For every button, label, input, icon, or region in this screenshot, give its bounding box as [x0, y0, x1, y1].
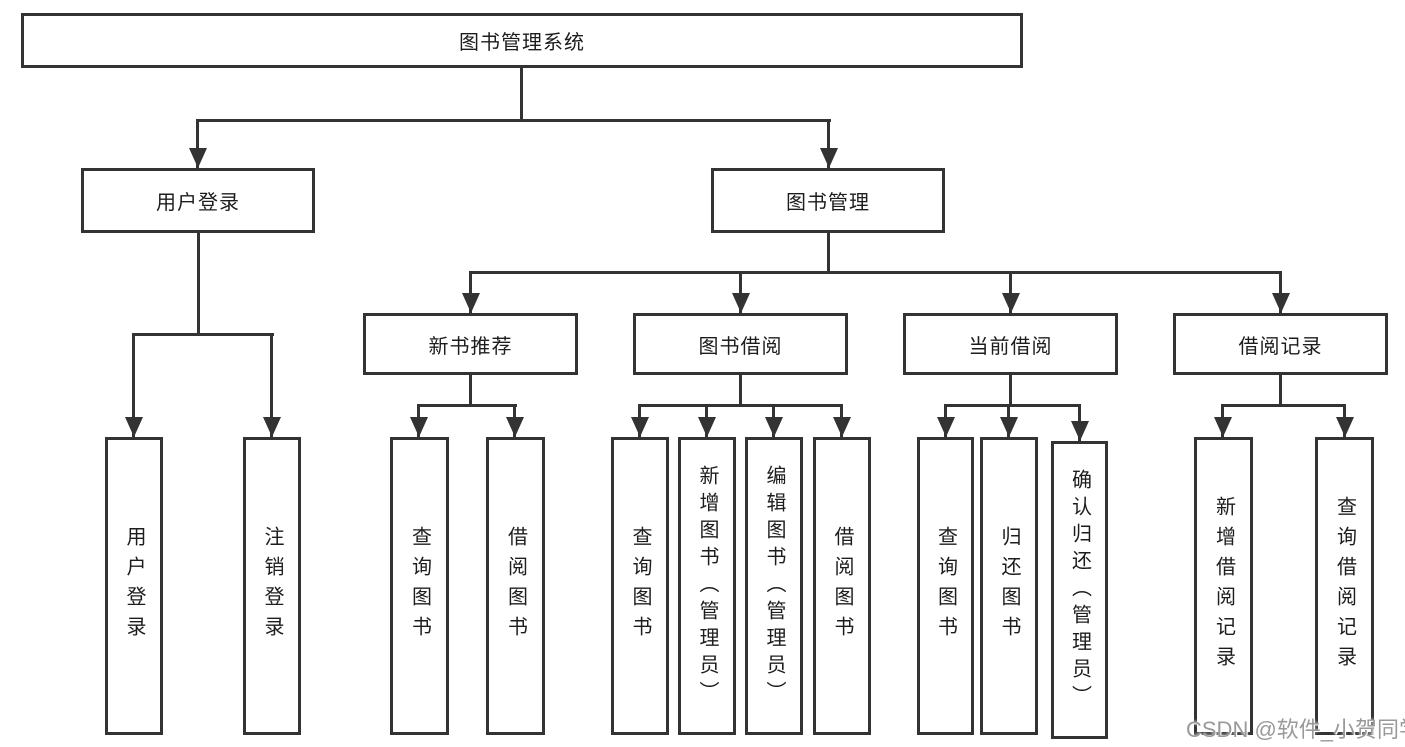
node-label: 新增图书（管理员）: [696, 464, 718, 708]
arrow-down-icon: [705, 404, 708, 437]
leaf-query-books-2: 查询图书: [611, 437, 669, 735]
leaf-query-borrow-record: 查询借阅记录: [1315, 437, 1374, 735]
node-book-borrow: 图书借阅: [633, 313, 848, 375]
node-new-book-recommend: 新书推荐: [363, 313, 578, 375]
leaf-query-books-3: 查询图书: [917, 437, 974, 735]
node-label: 图书借阅: [698, 335, 783, 358]
arrow-down-icon: [469, 271, 472, 313]
arrow-down-icon: [132, 333, 135, 437]
node-label: 查询图书: [408, 526, 431, 646]
leaf-edit-book-admin: 编辑图书（管理员）: [745, 437, 803, 735]
node-user-login: 用户登录: [81, 168, 315, 233]
arrow-down-icon: [417, 404, 420, 437]
arrow-down-icon: [827, 119, 830, 168]
arrow-down-icon: [196, 119, 199, 168]
leaf-user-login: 用户登录: [105, 437, 163, 735]
arrow-down-icon: [513, 404, 516, 437]
leaf-add-borrow-record: 新增借阅记录: [1194, 437, 1253, 735]
connector-newbook-rail: [418, 404, 517, 407]
node-label: 查询借阅记录: [1333, 496, 1356, 676]
arrow-down-icon: [1343, 404, 1346, 437]
node-label: 编辑图书（管理员）: [763, 464, 785, 708]
arrow-down-icon: [1009, 271, 1012, 313]
arrow-down-icon: [840, 404, 843, 437]
node-label: 新书推荐: [428, 335, 513, 358]
node-label: 借阅图书: [831, 526, 853, 646]
node-label: 用户登录: [156, 192, 240, 214]
node-label: 查询图书: [934, 526, 957, 646]
node-label: 图书管理: [786, 192, 870, 214]
connector-userlogin-rail: [133, 333, 274, 336]
connector-borrow-rail: [639, 404, 843, 407]
node-label: 当前借阅: [968, 335, 1053, 358]
connector-level2-rail: [197, 119, 831, 122]
node-current-borrow: 当前借阅: [903, 313, 1118, 375]
arrow-down-icon: [638, 404, 641, 437]
node-label: 查询图书: [629, 526, 651, 646]
node-label: 确认归还（管理员）: [1068, 468, 1091, 712]
node-label: 新增借阅记录: [1212, 496, 1235, 676]
connector-records-rail: [1222, 404, 1346, 407]
leaf-query-books-1: 查询图书: [390, 437, 449, 735]
node-label: 归还图书: [998, 526, 1020, 646]
node-root-system: 图书管理系统: [21, 13, 1023, 68]
leaf-return-book: 归还图书: [980, 437, 1038, 735]
connector-newbook-stem: [469, 375, 472, 407]
leaf-borrow-books-1: 借阅图书: [486, 437, 545, 735]
arrow-down-icon: [944, 404, 947, 437]
leaf-logout: 注销登录: [243, 437, 301, 735]
arrow-down-icon: [1279, 271, 1282, 313]
node-borrow-records: 借阅记录: [1173, 313, 1388, 375]
node-label: 借阅图书: [504, 526, 527, 646]
arrow-down-icon: [772, 404, 775, 437]
connector-level3-rail: [469, 271, 1282, 274]
leaf-confirm-return-admin: 确认归还（管理员）: [1051, 441, 1108, 739]
connector-current-rail: [945, 404, 1081, 407]
connector-userlogin-stem: [197, 233, 200, 336]
connector-current-stem: [1009, 375, 1012, 407]
connector-borrow-stem: [739, 375, 742, 407]
leaf-borrow-books-2: 借阅图书: [813, 437, 871, 735]
arrow-down-icon: [270, 333, 273, 437]
arrow-down-icon: [1078, 404, 1081, 441]
node-label: 注销登录: [261, 526, 283, 646]
leaf-add-book-admin: 新增图书（管理员）: [678, 437, 736, 735]
arrow-down-icon: [1221, 404, 1224, 437]
arrow-down-icon: [1007, 404, 1010, 437]
csdn-watermark: CSDN @软件_小贺同学: [1186, 717, 1405, 742]
node-label: 图书管理系统: [459, 32, 585, 54]
node-label: 用户登录: [123, 526, 145, 646]
node-label: 借阅记录: [1238, 335, 1323, 358]
connector-root-stem: [520, 68, 523, 122]
arrow-down-icon: [739, 271, 742, 313]
connector-bookmgmt-stem: [827, 233, 830, 274]
connector-records-stem: [1279, 375, 1282, 407]
node-book-management: 图书管理: [711, 168, 945, 233]
